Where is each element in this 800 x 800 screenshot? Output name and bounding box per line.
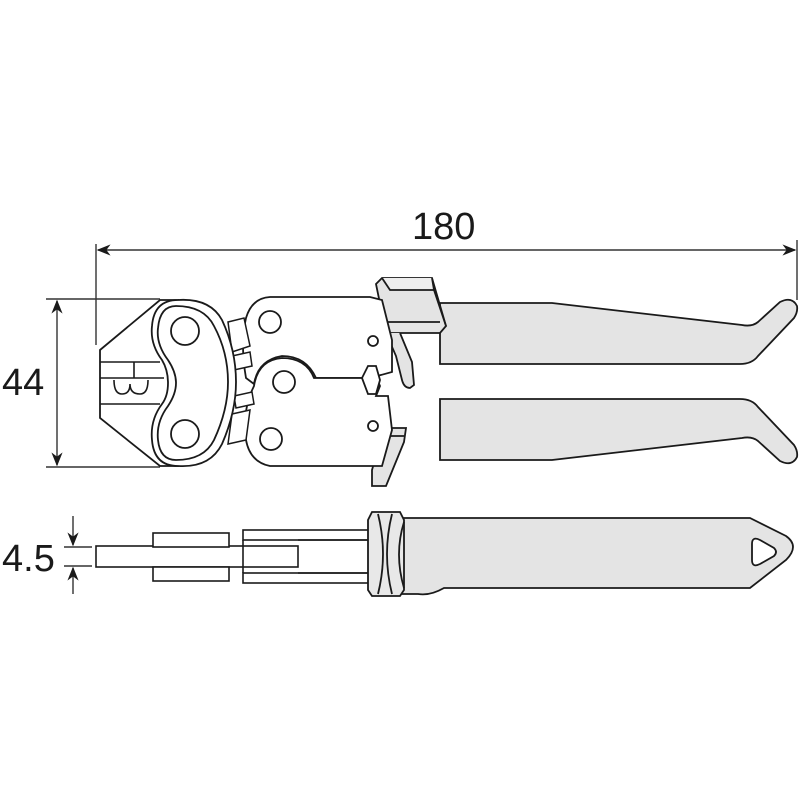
upper-plate (242, 296, 393, 386)
upper-guard (375, 277, 448, 389)
top-view-jaw (95, 529, 372, 584)
lower-plate (244, 357, 393, 467)
upper-handle (439, 298, 799, 365)
lower-handle (439, 398, 799, 465)
length-dimension-label: 180 (412, 206, 476, 248)
crimp-die (100, 361, 164, 405)
link-bars (227, 317, 255, 445)
dimension-180-line (95, 240, 798, 345)
thickness-dimension-label: 4.5 (2, 538, 55, 580)
dimension-44-line (46, 298, 160, 468)
jaw-head (99, 298, 237, 467)
height-dimension-label: 44 (2, 362, 45, 404)
dimension-4.5-line (64, 516, 92, 594)
top-view-handle (367, 511, 794, 597)
